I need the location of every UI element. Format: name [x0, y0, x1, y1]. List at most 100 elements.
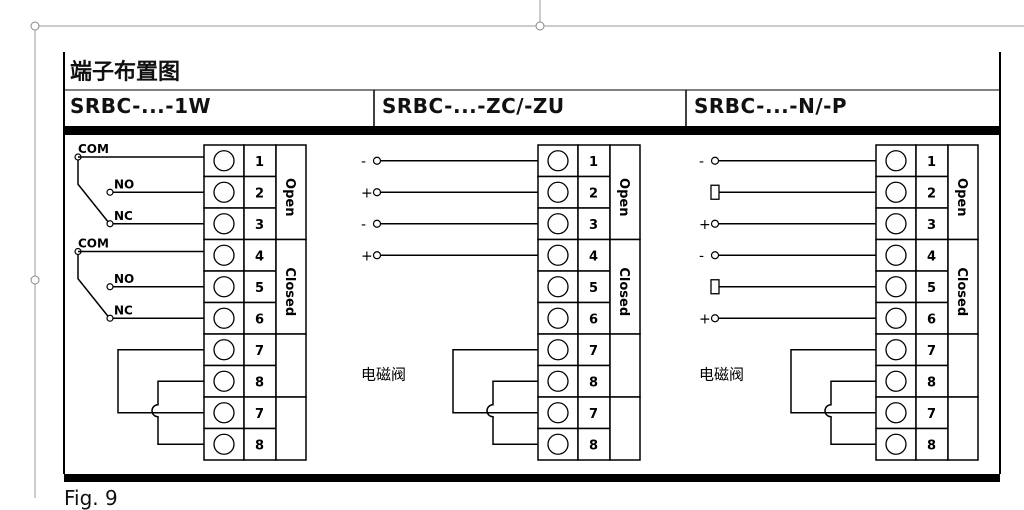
terminal-number-cell: [577, 427, 611, 461]
terminal-screw: [885, 402, 907, 424]
polarity-sign: -: [361, 217, 366, 233]
terminal-screw: [213, 244, 235, 266]
terminal-number: 8: [927, 438, 936, 453]
terminal-number: 1: [589, 155, 598, 170]
terminal-number: 3: [255, 218, 264, 233]
terminal-screw: [547, 433, 569, 455]
terminal-number: 8: [589, 438, 598, 453]
open-label: Open: [282, 178, 297, 216]
terminal-screw: [885, 433, 907, 455]
signal-node: [710, 156, 720, 165]
valve-wire-a: [452, 349, 538, 414]
terminal-number-cell: [915, 396, 949, 430]
signal-node: [372, 219, 382, 228]
signal-node: [710, 251, 720, 260]
polarity-sign: +: [699, 217, 711, 233]
group-cell: [609, 238, 641, 335]
terminal-number: 3: [589, 218, 598, 233]
terminal-number: 5: [589, 281, 598, 296]
terminal-number-cell: [243, 175, 277, 209]
terminal-screw: [885, 339, 907, 361]
signal-node: [372, 251, 382, 260]
signal-node: [372, 188, 382, 197]
group-cell: [275, 396, 307, 461]
terminal-number: 7: [927, 344, 936, 359]
open-label: Open: [616, 178, 631, 216]
terminal-number-cell: [243, 144, 277, 178]
terminal-screw: [547, 213, 569, 235]
terminal-number: 6: [927, 312, 936, 327]
terminal-number: 5: [927, 281, 936, 296]
closed-label: Closed: [282, 267, 297, 316]
terminal-number: 8: [255, 438, 264, 453]
terminal-screw: [547, 276, 569, 298]
terminal-screw: [213, 276, 235, 298]
terminal-screw: [547, 307, 569, 329]
column-title-zc: SRBC-...-ZC/-ZU: [382, 94, 565, 118]
terminal-screw: [885, 150, 907, 172]
com-label: COM: [78, 142, 109, 156]
polarity-sign: +: [361, 248, 373, 264]
valve-wire-a: [790, 349, 876, 414]
no-label: NO: [114, 177, 134, 191]
nc-label: NC: [114, 303, 133, 317]
group-cell: [947, 396, 979, 461]
group-cell: [947, 144, 979, 241]
terminal-screw: [885, 213, 907, 235]
open-label: Open: [954, 178, 969, 216]
terminal-number: 6: [589, 312, 598, 327]
terminal-screw: [547, 339, 569, 361]
terminal-number: 7: [589, 344, 598, 359]
no-node: [106, 188, 114, 196]
terminal-number-cell: [577, 144, 611, 178]
terminal-number-cell: [577, 207, 611, 241]
nc-node: [106, 314, 114, 322]
terminal-number-cell: [243, 207, 277, 241]
terminal-number-cell: [915, 427, 949, 461]
terminal-number: 8: [589, 375, 598, 390]
com-label: COM: [78, 237, 109, 251]
terminal-number-cell: [915, 301, 949, 335]
polarity-sign: -: [699, 154, 704, 170]
terminal-number: 2: [589, 186, 598, 201]
polarity-sign: +: [361, 185, 373, 201]
terminal-number: 4: [927, 249, 936, 264]
nc-node: [106, 220, 114, 228]
terminal-number-cell: [243, 301, 277, 335]
terminal-screw: [547, 181, 569, 203]
terminal-screw: [213, 150, 235, 172]
terminal-screw: [213, 339, 235, 361]
nc-label: NC: [114, 209, 133, 223]
terminal-number: 1: [927, 155, 936, 170]
terminal-screw: [213, 181, 235, 203]
group-cell: [609, 144, 641, 241]
terminal-screw: [547, 244, 569, 266]
column-title-np: SRBC-...-N/-P: [694, 94, 848, 118]
terminal-screw: [885, 370, 907, 392]
column-title-1w: SRBC-...-1W: [70, 94, 212, 118]
signal-node: [710, 219, 720, 228]
terminal-number: 2: [927, 186, 936, 201]
terminal-number: 3: [927, 218, 936, 233]
switch-blade: [77, 254, 109, 317]
terminal-screw: [885, 181, 907, 203]
terminal-screw: [213, 433, 235, 455]
figure-caption: Fig. 9: [64, 486, 118, 510]
terminal-number: 7: [927, 407, 936, 422]
terminal-number-cell: [243, 396, 277, 430]
terminal-screw: [885, 244, 907, 266]
terminal-number: 7: [589, 407, 598, 422]
frame-handles[interactable]: [30, 21, 545, 285]
page-title: 端子布置图: [70, 60, 181, 85]
sensor-element: [710, 279, 720, 295]
valve-label: 电磁阀: [699, 365, 744, 383]
valve-wire-b: [486, 380, 538, 445]
terminal-number-cell: [243, 238, 277, 272]
no-label: NO: [114, 272, 134, 286]
polarity-sign: -: [699, 248, 704, 264]
sensor-element: [710, 184, 720, 200]
